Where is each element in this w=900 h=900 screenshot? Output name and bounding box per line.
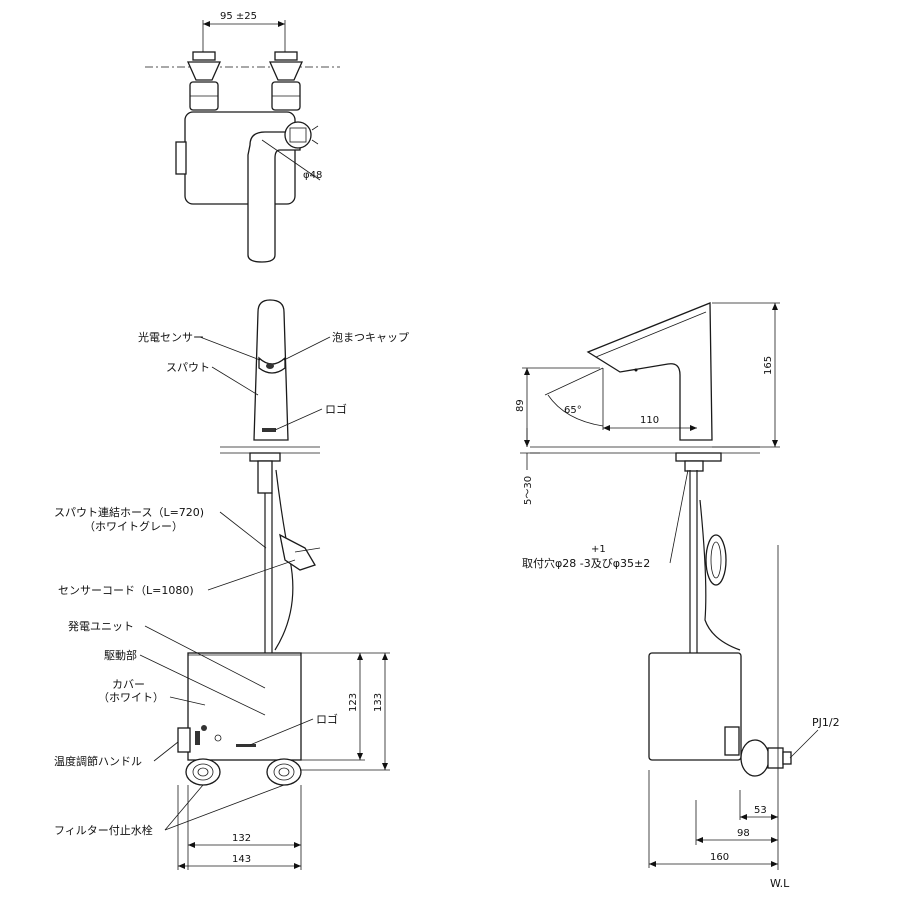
left-valve: [185, 758, 221, 786]
label-pj: PJ1/2: [812, 716, 840, 729]
left-inlet: [186, 51, 222, 111]
drive-unit-side: [648, 652, 742, 761]
label-temp-handle: 温度調節ハンドル: [54, 754, 142, 768]
dim-h89: 89: [515, 399, 526, 412]
label-generator: 発電ユニット: [68, 619, 134, 633]
label-cord: センサーコード（L=1080): [58, 584, 194, 597]
label-wl: W.L: [770, 877, 790, 890]
label-spout: スパウト: [166, 361, 210, 374]
label-aerator: 泡まつキャップ: [332, 330, 409, 344]
dim-top-spacing: 95 ±25: [220, 11, 257, 22]
dim-h133: 133: [373, 693, 384, 712]
label-sensor: 光電センサー: [138, 330, 204, 344]
dim-w110: 110: [640, 415, 659, 426]
top-view: 95 ±25 φ48: [145, 11, 340, 263]
front-view: 123 133 132 143: [177, 299, 390, 870]
dim-w53: 53: [754, 805, 767, 816]
dim-w132: 132: [232, 833, 251, 844]
dim-diameter: φ48: [303, 170, 322, 181]
dim-angle: 65°: [564, 405, 582, 416]
dim-h165: 165: [763, 356, 774, 375]
right-inlet: [268, 51, 304, 111]
dim-w98: 98: [737, 828, 750, 839]
dim-h123: 123: [348, 693, 359, 712]
front-labels: 光電センサー 泡まつキャップ スパウト ロゴ スパウト連結ホース（L=720) …: [54, 330, 409, 837]
label-mount-tol: +1: [591, 544, 606, 555]
label-drive: 駆動部: [104, 648, 137, 662]
dim-h5-30: 5～30: [523, 476, 534, 505]
dim-w160: 160: [710, 852, 729, 863]
label-mount-hole: 取付穴φ28 -3及びφ35±2: [522, 556, 650, 570]
label-cover-color: （ホワイト）: [98, 691, 164, 704]
drive-unit-front: [187, 652, 302, 761]
dim-w143: 143: [232, 854, 251, 865]
label-logo-top: ロゴ: [325, 402, 347, 416]
label-hose-color: （ホワイトグレー）: [84, 519, 183, 533]
right-valve: [266, 758, 302, 786]
spout-side: [586, 302, 713, 441]
label-cover: カバー: [112, 678, 145, 691]
label-logo-bottom: ロゴ: [316, 712, 338, 726]
side-view: 165 89 65° 110 5～30 +1 取付穴φ28 -3及びφ35±2 …: [515, 302, 840, 890]
label-hose: スパウト連結ホース（L=720): [54, 505, 204, 519]
label-filter-valve: フィルター付止水栓: [54, 823, 153, 837]
